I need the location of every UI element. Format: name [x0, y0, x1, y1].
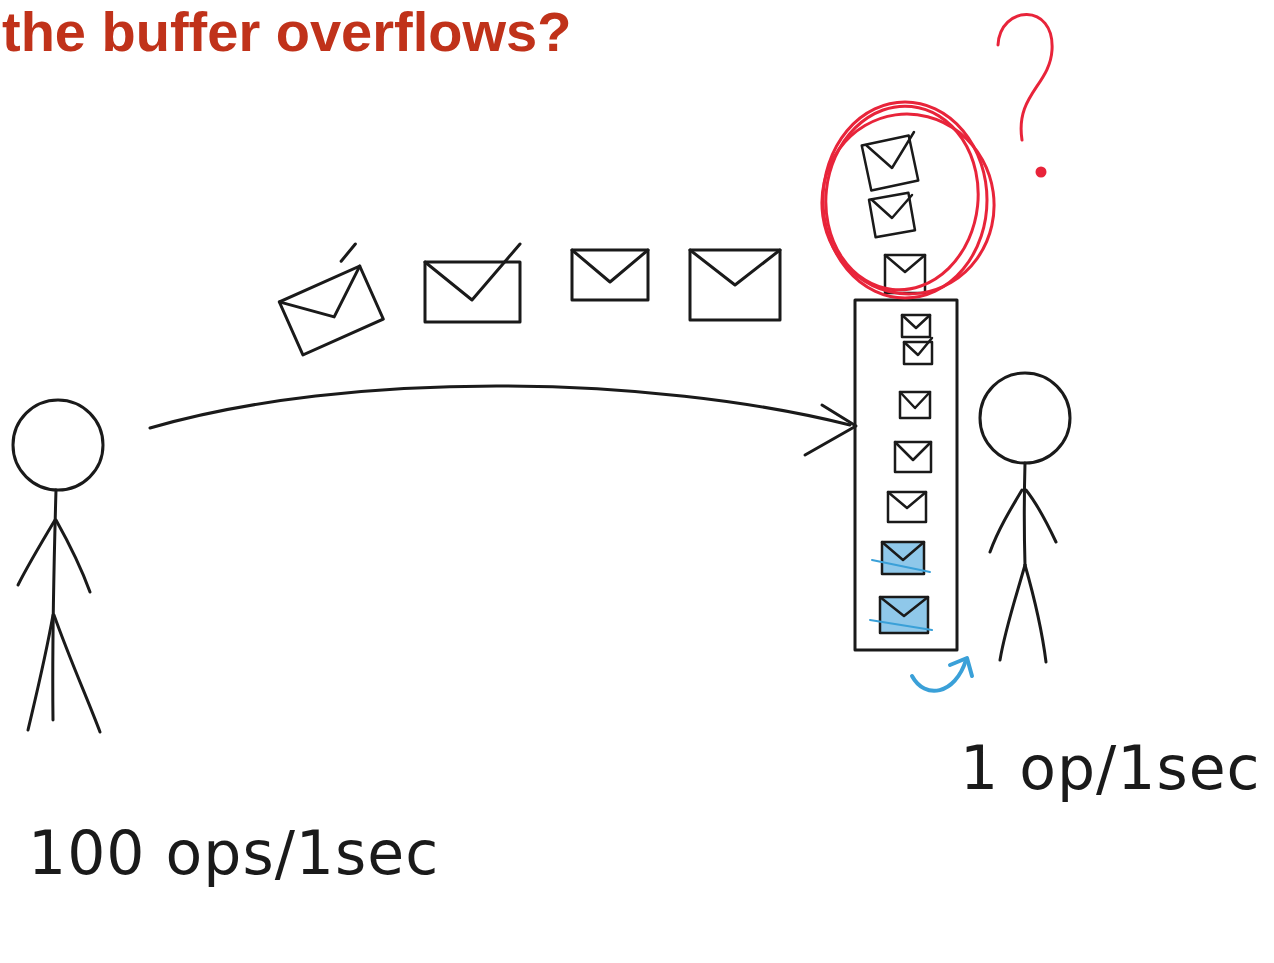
overflow-circle [810, 99, 1005, 306]
receiver-figure [980, 373, 1070, 662]
slide-title: the buffer overflows? [2, 4, 571, 60]
consume-arrow [912, 658, 972, 691]
envelope [270, 244, 387, 355]
question-symbol [998, 14, 1052, 176]
envelope [572, 250, 648, 300]
rate-label: 100 ops/1sec [28, 820, 439, 886]
overflow-envelope [862, 132, 925, 293]
buffer-queue [855, 300, 957, 650]
envelope [425, 244, 520, 322]
flow-arrow [150, 386, 856, 455]
envelope [690, 250, 780, 320]
rate-label: 1 op/1sec [960, 735, 1261, 801]
sender-figure [13, 400, 103, 732]
